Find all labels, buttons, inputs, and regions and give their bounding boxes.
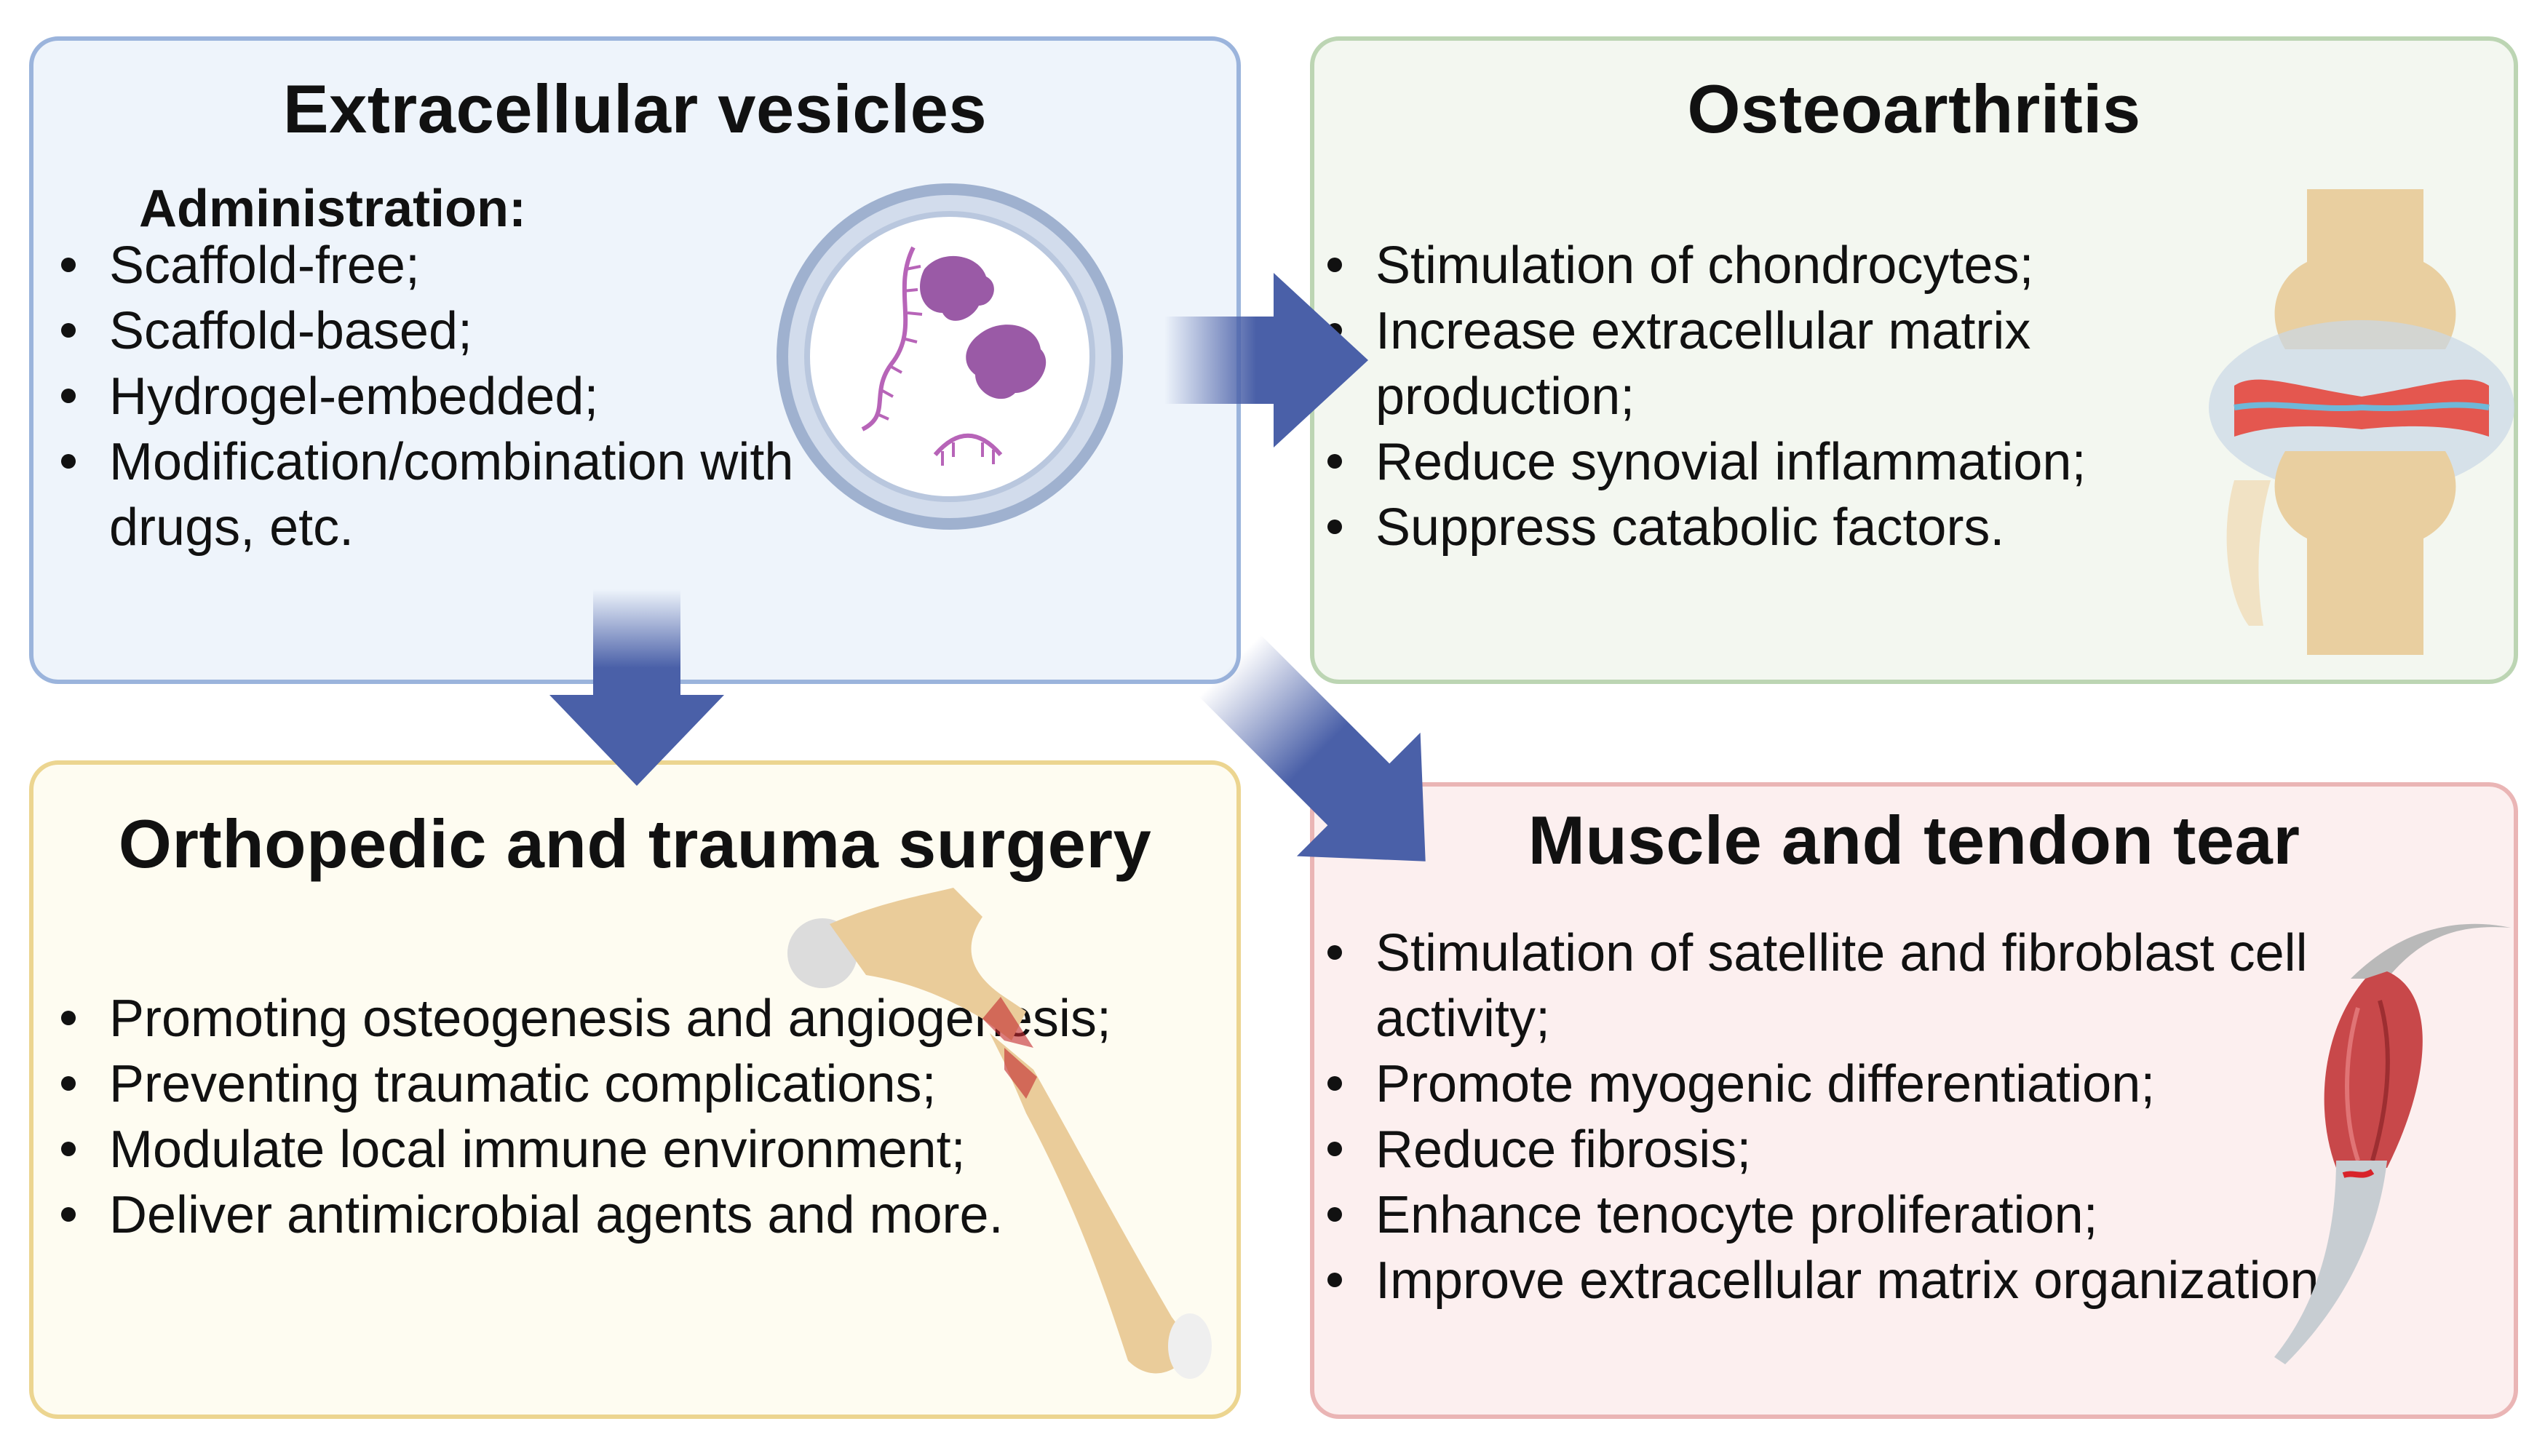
oa-title: Osteoarthritis	[1687, 71, 2141, 147]
ev-title: Extracellular vesicles	[282, 71, 988, 147]
list-item: Suppress catabolic factors.	[1327, 495, 2300, 560]
list-item: Scaffold-based;	[61, 298, 910, 364]
oa-effects-list: Stimulation of chondrocytes; Increase ex…	[1310, 233, 2300, 560]
arrow-to-muscle-tendon	[1199, 634, 1426, 862]
list-item: Promote myogenic differentiation;	[1327, 1051, 2343, 1117]
muscle-effects-list: Stimulation of satellite and fibroblast …	[1310, 920, 2343, 1313]
list-item: Deliver antimicrobial agents and more.	[61, 1182, 1186, 1248]
knee-joint-icon	[2209, 189, 2514, 655]
fractured-femur-icon	[787, 888, 1212, 1379]
list-item: Improve extracellular matrix organizatio…	[1327, 1248, 2343, 1313]
muscle-title: Muscle and tendon tear	[1528, 802, 2300, 878]
arrow-to-orthopedic	[549, 589, 724, 786]
arrow-to-osteoarthritis	[1164, 273, 1368, 447]
list-item: Promoting osteogenesis and angiogenesis;	[61, 986, 1186, 1051]
ortho-effects-list: Promoting osteogenesis and angiogenesis;…	[44, 986, 1186, 1248]
muscle-tendon-icon	[2274, 923, 2511, 1364]
list-item: Modification/combination with drugs, etc…	[61, 429, 910, 560]
ortho-title: Orthopedic and trauma surgery	[118, 805, 1152, 882]
administration-label: Administration:	[139, 180, 526, 238]
extracellular-vesicle-icon	[777, 183, 1123, 530]
list-item: Hydrogel-embedded;	[61, 364, 910, 429]
list-item: Reduce synovial inflammation;	[1327, 429, 2300, 495]
list-item: Enhance tenocyte proliferation;	[1327, 1182, 2343, 1248]
list-item: Stimulation of satellite and fibroblast …	[1327, 920, 2343, 1051]
list-item: Modulate local immune environment;	[61, 1117, 1186, 1182]
list-item: Scaffold-free;	[61, 233, 910, 298]
muscle-tendon-panel: Muscle and tendon tear	[1310, 782, 2518, 1419]
list-item: Stimulation of chondrocytes;	[1327, 233, 2300, 298]
list-item: Preventing traumatic complications;	[61, 1051, 1186, 1117]
ev-administration-list: Scaffold-free; Scaffold-based; Hydrogel-…	[44, 233, 910, 560]
list-item: Increase extracellular matrix production…	[1327, 298, 2300, 429]
list-item: Reduce fibrosis;	[1327, 1117, 2343, 1182]
